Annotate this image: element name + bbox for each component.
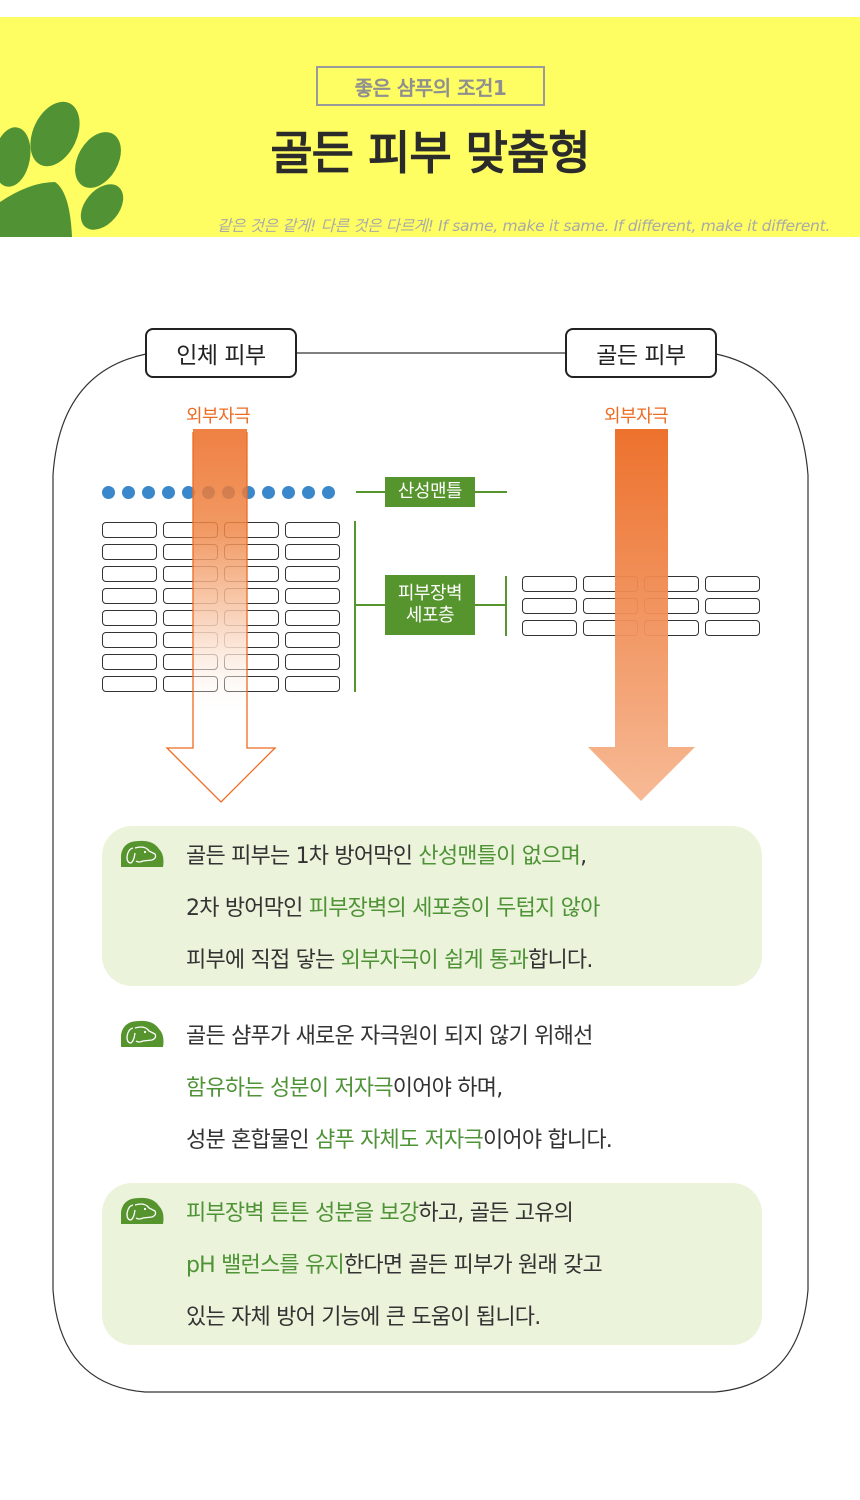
right-stimulus-label: 외부자극 [604,406,669,427]
body-text: , [580,844,587,869]
skin-cell [285,632,340,648]
skin-cell [102,588,157,604]
highlight-text: 샴푸 자체도 저자극 [315,1128,484,1153]
condition-badge: 좋은 샴푸의 조건1 [316,66,545,106]
skin-cell [102,654,157,670]
dog-icon [121,1197,164,1224]
body-text: 합니다. [528,948,593,973]
left-arrow-outline [165,432,277,803]
cell-layer-label-line1: 피부장벽 [397,583,463,604]
tagline: 같은 것은 같게! 다른 것은 다르게! If same, make it sa… [217,217,830,235]
body-text: 피부에 직접 닿는 [186,948,341,973]
skin-cell [102,676,157,692]
highlight-text: 피부장벽 튼튼 성분을 보강 [186,1201,419,1226]
highlight-text: 피부장벽의 세포층이 두텁지 않아 [308,896,601,921]
skin-cell [102,610,157,626]
skin-cell [285,566,340,582]
info-1-line-2: 2차 방어막인 피부장벽의 세포층이 두텁지 않아 [186,890,600,922]
info-1-line-1: 골든 피부는 1차 방어막인 산성맨틀이 없으며, [186,838,587,870]
skin-cell [285,610,340,626]
skin-cell [285,522,340,538]
acid-mantle-label: 산성맨틀 [385,477,475,507]
body-text: 성분 혼합물인 [186,1128,316,1153]
highlight-text: 외부자극이 쉽게 통과 [340,948,529,973]
skin-cell [522,620,577,636]
human-skin-label: 인체 피부 [145,328,297,378]
info-2-line-2: 함유하는 성분이 저자극이어야 하며, [186,1070,503,1102]
right-arrow [588,429,695,801]
skin-cell [522,576,577,592]
skin-cell [102,632,157,648]
highlight-text: 함유하는 성분이 저자극 [186,1076,394,1101]
dog-icon [121,1020,164,1047]
paw-print-icon [0,101,124,237]
skin-cell [102,566,157,582]
acid-mantle-dot [122,486,135,499]
info-box-2: 골든 샴푸가 새로운 자극원이 되지 않기 위해선 함유하는 성분이 저자극이어… [102,1006,762,1166]
info-1-line-3: 피부에 직접 닿는 외부자극이 쉽게 통과합니다. [186,942,593,974]
body-text: 이어야 하며, [392,1076,503,1101]
body-text: 2차 방어막인 [186,896,309,921]
info-3-line-3: 있는 자체 방어 기능에 큰 도움이 됩니다. [186,1299,541,1331]
body-text: 있는 자체 방어 기능에 큰 도움이 됩니다. [186,1305,541,1330]
skin-cell [285,544,340,560]
body-text: 이어야 합니다. [482,1128,613,1153]
body-text: 한다면 골든 피부가 원래 갖고 [343,1253,603,1278]
acid-mantle-dot [162,486,175,499]
skin-cell [705,620,760,636]
info-2-line-1: 골든 샴푸가 새로운 자극원이 되지 않기 위해선 [186,1018,593,1050]
info-3-line-1: 피부장벽 튼튼 성분을 보강하고, 골든 고유의 [186,1195,574,1227]
skin-cell [285,588,340,604]
body-text: 골든 샴푸가 새로운 자극원이 되지 않기 위해선 [186,1024,593,1049]
dog-icon [121,840,164,867]
cell-layer-label: 피부장벽 세포층 [385,575,475,635]
info-3-line-2: pH 밸런스를 유지한다면 골든 피부가 원래 갖고 [186,1247,603,1279]
acid-mantle-dot [302,486,315,499]
header-banner: 좋은 샴푸의 조건1 골든 피부 맞춤형 같은 것은 같게! 다른 것은 다르게… [0,17,860,237]
acid-mantle-dot [182,486,195,499]
cell-layer-label-line2: 세포층 [405,605,455,626]
highlight-text: pH 밸런스를 유지 [186,1253,345,1278]
info-box-1: 골든 피부는 1차 방어막인 산성맨틀이 없으며, 2차 방어막인 피부장벽의 … [102,826,762,986]
info-box-3: 피부장벽 튼튼 성분을 보강하고, 골든 고유의 pH 밸런스를 유지한다면 골… [102,1183,762,1345]
body-text: 골든 피부는 1차 방어막인 [186,844,419,869]
page-title: 골든 피부 맞춤형 [270,126,590,180]
acid-mantle-dot [282,486,295,499]
skin-cell [705,576,760,592]
left-arrow-shaft [193,429,247,719]
skin-cell [102,544,157,560]
skin-cell [285,676,340,692]
highlight-text: 산성맨틀이 없으며 [418,844,581,869]
skin-cell [705,598,760,614]
acid-mantle-dot [142,486,155,499]
info-2-line-3: 성분 혼합물인 샴푸 자체도 저자극이어야 합니다. [186,1122,613,1154]
acid-mantle-dot [322,486,335,499]
acid-mantle-dot [262,486,275,499]
skin-cell [102,522,157,538]
skin-cell [522,598,577,614]
skin-cell [285,654,340,670]
acid-mantle-dot [102,486,115,499]
body-text: 하고, 골든 고유의 [418,1201,574,1226]
left-stimulus-label: 외부자극 [186,406,251,427]
golden-skin-label: 골든 피부 [565,328,717,378]
